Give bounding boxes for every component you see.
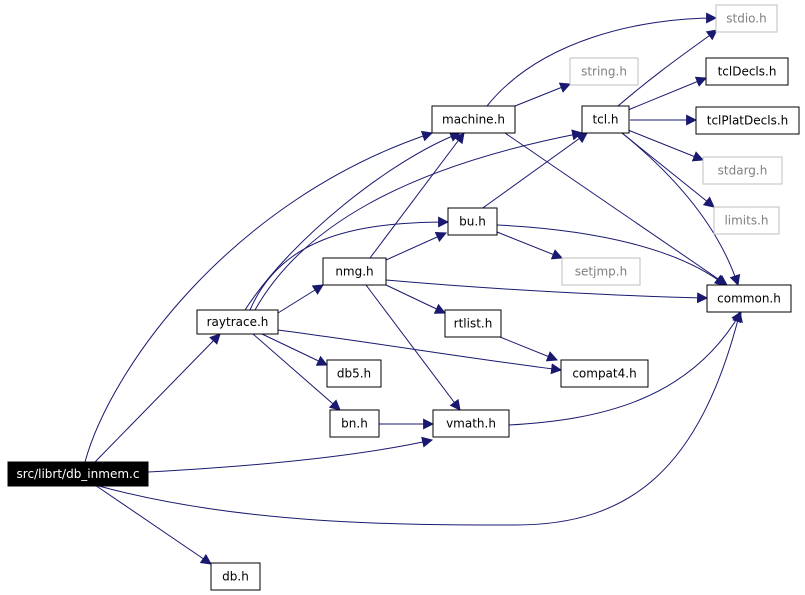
node-label: tclDecls.h — [718, 65, 777, 79]
edges — [84, 12, 743, 565]
node-setjmp[interactable]: setjmp.h — [561, 257, 641, 286]
node-db-inmem[interactable]: src/librt/db_inmem.c — [7, 461, 149, 487]
edge-bu-to-tcl — [479, 132, 588, 211]
node-label: rtlist.h — [454, 317, 493, 331]
node-stdarg[interactable]: stdarg.h — [702, 156, 783, 185]
edge-machine-to-common — [504, 132, 728, 286]
edge-raytrace-to-bn — [252, 333, 341, 411]
node-rtlist[interactable]: rtlist.h — [444, 309, 502, 338]
edge-nmg-to-bu — [385, 232, 448, 261]
node-db[interactable]: db.h — [210, 562, 261, 591]
edge-nmg-to-vmath — [365, 284, 461, 411]
edge-tcl-to-stdio — [617, 29, 718, 107]
node-label: vmath.h — [446, 417, 496, 431]
node-label: stdio.h — [726, 12, 766, 26]
node-label: db5.h — [337, 367, 371, 381]
edge-bu-to-setjmp — [496, 231, 564, 260]
edge-nmg-to-machine — [369, 132, 465, 259]
edge-nmg-to-common — [385, 279, 709, 304]
node-common[interactable]: common.h — [706, 284, 792, 313]
edge-db-inmem-to-db — [94, 484, 212, 565]
node-machine[interactable]: machine.h — [431, 105, 516, 134]
node-tclDecls[interactable]: tclDecls.h — [705, 57, 789, 86]
node-label: setjmp.h — [575, 265, 627, 279]
node-label: tclPlatDecls.h — [707, 114, 789, 128]
node-label: bn.h — [341, 417, 368, 431]
edge-vmath-to-common — [508, 311, 742, 426]
node-label: compat4.h — [572, 367, 636, 381]
node-tclPlatDecls[interactable]: tclPlatDecls.h — [695, 106, 800, 135]
node-bu[interactable]: bu.h — [447, 207, 498, 236]
node-vmath[interactable]: vmath.h — [432, 409, 510, 438]
edge-rtlist-to-compat4 — [499, 336, 559, 362]
edge-tcl-to-tclDecls — [627, 76, 708, 111]
node-label: tcl.h — [592, 113, 618, 127]
edge-db-inmem-to-common — [94, 310, 743, 526]
edge-raytrace-to-compat4 — [277, 329, 563, 375]
node-compat4[interactable]: compat4.h — [560, 359, 649, 388]
node-label: stdarg.h — [718, 164, 768, 178]
edge-raytrace-to-nmg — [277, 284, 324, 314]
edge-raytrace-to-db5 — [261, 333, 328, 366]
edge-machine-to-string — [514, 82, 572, 107]
node-tcl[interactable]: tcl.h — [581, 105, 630, 134]
edge-db-inmem-to-machine — [84, 130, 434, 463]
node-label: common.h — [717, 292, 781, 306]
node-label: machine.h — [442, 113, 505, 127]
node-label: nmg.h — [335, 265, 373, 279]
node-string[interactable]: string.h — [569, 57, 639, 86]
node-db5[interactable]: db5.h — [326, 359, 382, 388]
node-bn[interactable]: bn.h — [329, 409, 380, 438]
nodes: src/librt/db_inmem.c raytrace.h machine.… — [7, 4, 800, 591]
node-label: db.h — [222, 570, 249, 584]
node-stdio[interactable]: stdio.h — [715, 4, 778, 33]
edge-tcl-to-common — [621, 132, 741, 287]
edge-bu-to-common — [496, 224, 726, 286]
node-label: bu.h — [459, 215, 486, 229]
edge-db-inmem-to-vmath — [147, 436, 434, 473]
edge-machine-to-stdio — [486, 12, 718, 107]
node-label: limits.h — [724, 214, 768, 228]
node-limits[interactable]: limits.h — [713, 206, 780, 235]
edge-db-inmem-to-raytrace — [94, 333, 221, 463]
edge-raytrace-to-bu — [249, 216, 450, 311]
node-raytrace[interactable]: raytrace.h — [196, 309, 279, 335]
edge-nmg-to-rtlist — [385, 284, 446, 314]
node-label: src/librt/db_inmem.c — [17, 467, 140, 481]
node-nmg[interactable]: nmg.h — [322, 257, 387, 286]
edge-tcl-to-stdarg — [627, 129, 705, 162]
edge-raytrace-to-machine — [244, 131, 462, 311]
node-label: raytrace.h — [207, 315, 269, 329]
node-label: string.h — [581, 65, 627, 79]
edge-raytrace-to-tcl — [254, 129, 584, 311]
